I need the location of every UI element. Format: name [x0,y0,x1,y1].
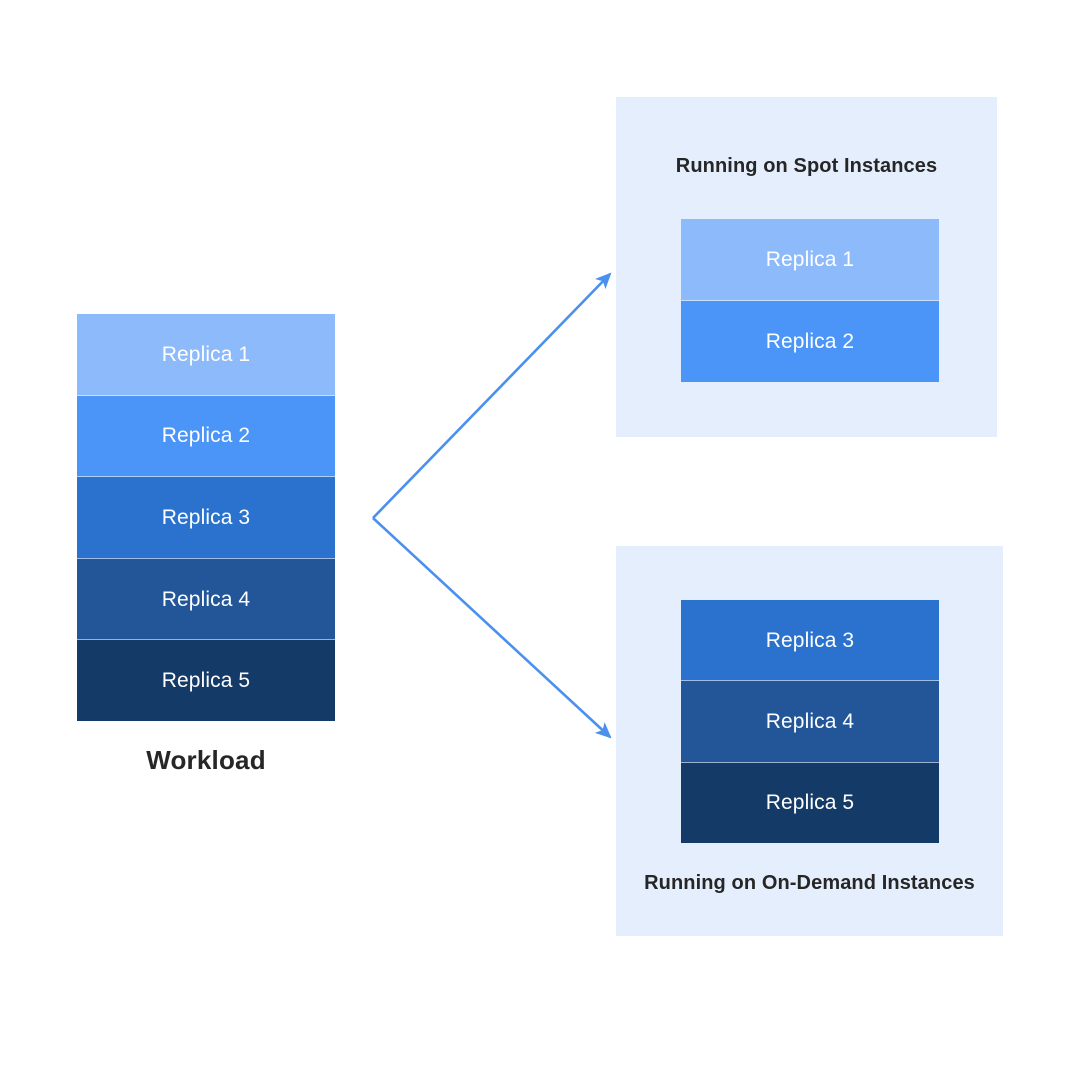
replica-label: Replica 2 [161,424,251,448]
spot-replica-band-1[interactable]: Replica 1 [681,219,939,301]
replica-label: Replica 2 [765,330,855,353]
ondemand-replica-band-4[interactable]: Replica 4 [681,681,939,763]
spot-replica-stack: Replica 1 Replica 2 [681,219,939,382]
replica-label: Replica 4 [765,709,855,733]
workload-replica-band-1[interactable]: Replica 1 [77,314,335,396]
arrow-to-ondemand-icon [372,517,612,739]
replica-label: Replica 5 [765,791,855,815]
ondemand-replica-band-5[interactable]: Replica 5 [681,762,939,843]
panel-ondemand-instances: Replica 3 Replica 4 Replica 5 Running on… [616,546,1003,936]
workload-replica-band-2[interactable]: Replica 2 [77,395,335,478]
replica-label: Replica 5 [161,669,251,693]
workload-caption: Workload [146,745,266,775]
replica-label: Replica 3 [161,505,251,529]
replica-label: Replica 4 [161,587,251,611]
ondemand-replica-stack: Replica 3 Replica 4 Replica 5 [681,600,939,843]
ondemand-replica-band-3[interactable]: Replica 3 [681,600,939,682]
workload-replica-band-3[interactable]: Replica 3 [77,477,335,559]
panel-spot-title: Running on Spot Instances [675,155,938,177]
panel-spot-instances: Running on Spot Instances Replica 1 Repl… [616,97,997,437]
workload-replica-band-5[interactable]: Replica 5 [77,640,335,721]
workload-replica-stack: Replica 1 Replica 2 Replica 3 Replica 4 … [77,314,335,721]
panel-ondemand-title: Running on On-Demand Instances [644,872,975,894]
spot-replica-band-2[interactable]: Replica 2 [681,301,939,382]
workload-replica-band-4[interactable]: Replica 4 [77,558,335,641]
workload-group: Replica 1 Replica 2 Replica 3 Replica 4 … [77,314,335,776]
arrow-to-spot-icon [372,272,612,519]
replica-label: Replica 3 [765,628,855,652]
replica-label: Replica 1 [161,342,251,366]
replica-label: Replica 1 [765,248,855,271]
